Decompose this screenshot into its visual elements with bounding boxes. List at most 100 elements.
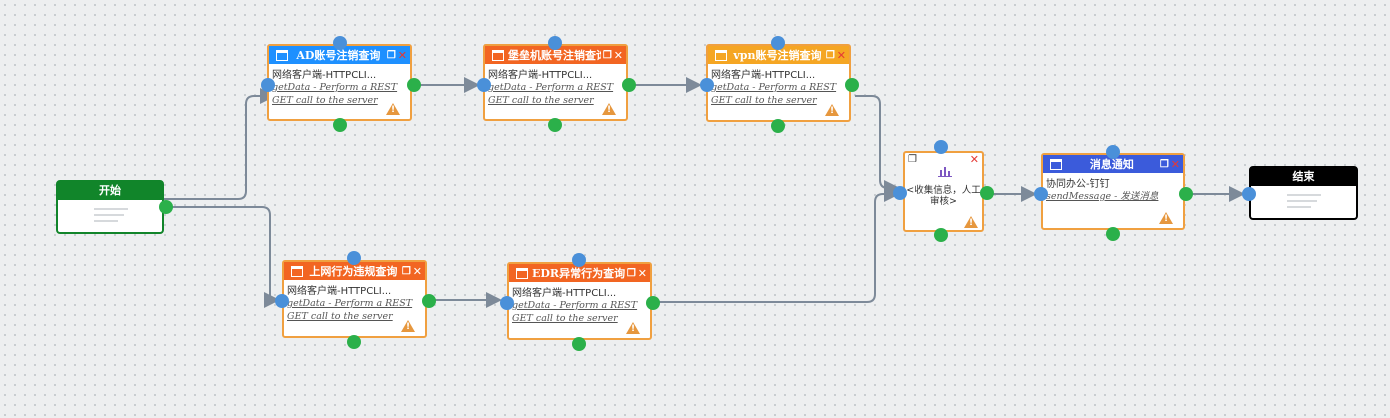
start-placeholder-lines <box>58 200 162 222</box>
close-icon[interactable]: ✕ <box>412 264 422 278</box>
node-action: getData - Perform a REST GET call to the… <box>287 298 413 322</box>
window-icon <box>516 267 528 279</box>
node-title: AD账号注销查询 <box>296 49 381 62</box>
bastion-output-port[interactable] <box>622 78 636 92</box>
copy-icon[interactable]: ❐ <box>1159 158 1169 170</box>
vpn-input-port[interactable] <box>700 78 714 92</box>
node-header: vpn账号注销查询 ❐ ✕ <box>708 46 849 64</box>
warning-icon: ! <box>386 103 400 115</box>
node-header: 上网行为违规查询 ❐ ✕ <box>284 262 425 280</box>
start-output-port[interactable] <box>159 200 173 214</box>
window-icon <box>715 49 727 61</box>
end-input-port[interactable] <box>1242 187 1256 201</box>
aggregate-top-port[interactable] <box>934 140 948 154</box>
bastion-top-port[interactable] <box>548 36 562 50</box>
task-node-web[interactable]: 上网行为违规查询 ❐ ✕ 网络客户端-HTTPCLI... getData - … <box>282 260 427 338</box>
edge-edr-agg[interactable] <box>658 186 900 303</box>
ad-input-port[interactable] <box>261 78 275 92</box>
node-header: 堡垒机账号注销查询 ❐ ✕ <box>485 46 626 64</box>
task-node-notify[interactable]: 消息通知 ❐ ✕ 协同办公-钉钉 sendMessage - 发送消息 ! <box>1041 153 1185 230</box>
notify-input-port[interactable] <box>1034 187 1048 201</box>
node-title: 上网行为违规查询 <box>309 265 398 278</box>
node-service: 网络客户端-HTTPCLI... <box>711 70 816 81</box>
aggregate-output-port[interactable] <box>980 186 994 200</box>
web-top-port[interactable] <box>347 251 361 265</box>
task-node-bastion[interactable]: 堡垒机账号注销查询 ❐ ✕ 网络客户端-HTTPCLI... getData -… <box>483 44 628 121</box>
warning-icon: ! <box>401 320 415 332</box>
close-icon[interactable]: ✕ <box>397 48 407 62</box>
node-action: getData - Perform a REST GET call to the… <box>711 82 837 106</box>
bar-chart-icon <box>938 167 952 177</box>
notify-top-port[interactable] <box>1106 145 1120 159</box>
edge-start-ad[interactable] <box>164 88 276 200</box>
close-icon[interactable]: ✕ <box>836 48 846 62</box>
node-title: EDR异常行为查询 <box>532 267 625 280</box>
node-service: 网络客户端-HTTPCLI... <box>272 70 377 81</box>
window-icon <box>1050 158 1062 170</box>
node-action: getData - Perform a REST GET call to the… <box>272 82 398 106</box>
window-icon <box>276 49 288 61</box>
node-action: getData - Perform a REST GET call to the… <box>512 300 638 324</box>
warning-icon: ! <box>964 216 978 228</box>
edr-bottom-port[interactable] <box>572 337 586 351</box>
vpn-output-port[interactable] <box>845 78 859 92</box>
web-output-port[interactable] <box>422 294 436 308</box>
node-header: EDR异常行为查询 ❐ ✕ <box>509 264 650 282</box>
close-icon[interactable]: ✕ <box>613 48 623 62</box>
aggregate-input-port[interactable] <box>893 186 907 200</box>
ad-bottom-port[interactable] <box>333 118 347 132</box>
node-header: AD账号注销查询 ❐ ✕ <box>269 46 410 64</box>
start-label: 开始 <box>58 182 162 200</box>
aggregate-node[interactable]: ❐ ✕ <收集信息，人工审核> ! <box>903 151 984 232</box>
warning-icon: ! <box>1159 212 1173 224</box>
node-service: 网络客户端-HTTPCLI... <box>512 288 617 299</box>
edr-top-port[interactable] <box>572 253 586 267</box>
close-icon[interactable]: ✕ <box>637 266 647 280</box>
copy-icon[interactable]: ❐ <box>825 49 835 61</box>
node-service: 协同办公-钉钉 <box>1046 179 1110 190</box>
node-header: 消息通知 ❐ ✕ <box>1043 155 1183 173</box>
copy-icon[interactable]: ❐ <box>626 267 636 279</box>
task-node-vpn[interactable]: vpn账号注销查询 ❐ ✕ 网络客户端-HTTPCLI... getData -… <box>706 44 851 122</box>
edr-input-port[interactable] <box>500 296 514 310</box>
bastion-bottom-port[interactable] <box>548 118 562 132</box>
node-title: vpn账号注销查询 <box>733 49 822 62</box>
node-title: 消息通知 <box>1089 158 1134 171</box>
copy-icon[interactable]: ❐ <box>602 49 612 61</box>
edge-start-web[interactable] <box>164 206 280 308</box>
aggregate-label: <收集信息，人工审核> <box>906 185 981 207</box>
end-label: 结束 <box>1251 168 1356 186</box>
copy-icon[interactable]: ❐ <box>386 49 396 61</box>
ad-output-port[interactable] <box>407 78 421 92</box>
node-title: 堡垒机账号注销查询 <box>508 49 601 62</box>
vpn-top-port[interactable] <box>771 36 785 50</box>
notify-output-port[interactable] <box>1179 187 1193 201</box>
node-action: sendMessage - 发送消息 <box>1046 191 1159 202</box>
window-icon <box>492 49 504 61</box>
bastion-input-port[interactable] <box>477 78 491 92</box>
end-node[interactable]: 结束 <box>1249 166 1358 220</box>
copy-icon[interactable]: ❐ <box>908 154 917 165</box>
edge-vpn-agg[interactable] <box>855 95 900 196</box>
node-service: 网络客户端-HTTPCLI... <box>287 286 392 297</box>
task-node-edr[interactable]: EDR异常行为查询 ❐ ✕ 网络客户端-HTTPCLI... getData -… <box>507 262 652 340</box>
node-service: 网络客户端-HTTPCLI... <box>488 70 593 81</box>
warning-icon: ! <box>626 322 640 334</box>
start-node[interactable]: 开始 <box>56 180 164 234</box>
web-input-port[interactable] <box>275 294 289 308</box>
aggregate-bottom-port[interactable] <box>934 228 948 242</box>
edr-output-port[interactable] <box>646 296 660 310</box>
end-placeholder-lines <box>1251 186 1356 208</box>
close-icon[interactable]: ✕ <box>969 153 979 166</box>
close-icon[interactable]: ✕ <box>1170 157 1180 171</box>
task-node-ad[interactable]: AD账号注销查询 ❐ ✕ 网络客户端-HTTPCLI... getData - … <box>267 44 412 121</box>
notify-bottom-port[interactable] <box>1106 227 1120 241</box>
copy-icon[interactable]: ❐ <box>401 265 411 277</box>
vpn-bottom-port[interactable] <box>771 119 785 133</box>
ad-top-port[interactable] <box>333 36 347 50</box>
window-icon <box>291 265 303 277</box>
web-bottom-port[interactable] <box>347 335 361 349</box>
node-action: getData - Perform a REST GET call to the… <box>488 82 614 106</box>
